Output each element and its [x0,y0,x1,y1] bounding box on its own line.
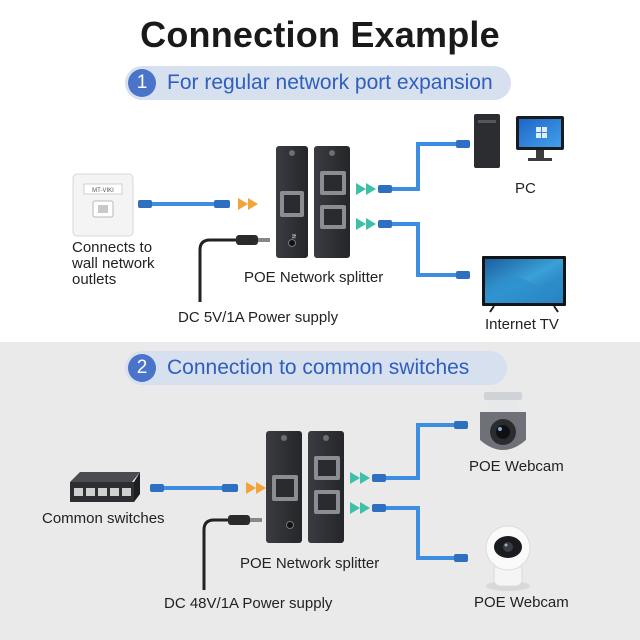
cable-wall-to-splitter [138,198,258,210]
desktop-pc-icon [474,114,564,168]
section2-number: 2 [128,354,156,382]
wall-outlet-icon [72,173,134,237]
network-switch-icon [70,472,140,502]
section1-heading: For regular network port expansion [167,71,493,94]
wall-outlet-label: Connects to wall network outlets [72,240,155,288]
power2-label: DC 48V/1A Power supply [164,595,333,612]
wall-plate-brand: MT-VIKI [92,188,114,194]
page-title: Connection Example [140,14,500,55]
switch-label: Common switches [42,510,165,527]
cable-splitter-to-pc [356,140,470,195]
webcam-top-label: POE Webcam [469,458,564,475]
power1-label: DC 5V/1A Power supply [178,309,339,326]
cable-splitter-to-tv [356,218,470,279]
splitter1-label: POE Network splitter [244,269,384,286]
cable-splitter-to-webcam-bottom [350,502,468,562]
webcam-bottom-label: POE Webcam [474,594,569,611]
television-icon [482,256,566,313]
dc-plug-icon [202,515,262,590]
tv-label: Internet TV [485,316,559,333]
poe-splitter-icon [266,431,344,543]
cable-switch-to-splitter [150,482,266,494]
poe-splitter-icon: IN [276,146,350,258]
section2-heading: Connection to common switches [167,356,470,379]
pc-label: PC [515,180,536,197]
section2-heading-pill: 2 Connection to common switches [125,351,507,385]
wall-label-line: Connects to [72,239,153,256]
section1-heading-pill: 1 For regular network port expansion [125,66,511,100]
splitter2-label: POE Network splitter [240,555,380,572]
dc-plug-icon [198,235,270,302]
home-camera-icon [485,525,531,591]
wall-label-line: outlets [72,271,117,288]
wall-label-line: wall network [72,255,155,272]
cable-splitter-to-webcam-top [350,421,468,484]
section1-number: 1 [128,69,156,97]
svg-text:IN: IN [290,234,296,239]
dome-camera-icon [480,392,526,450]
